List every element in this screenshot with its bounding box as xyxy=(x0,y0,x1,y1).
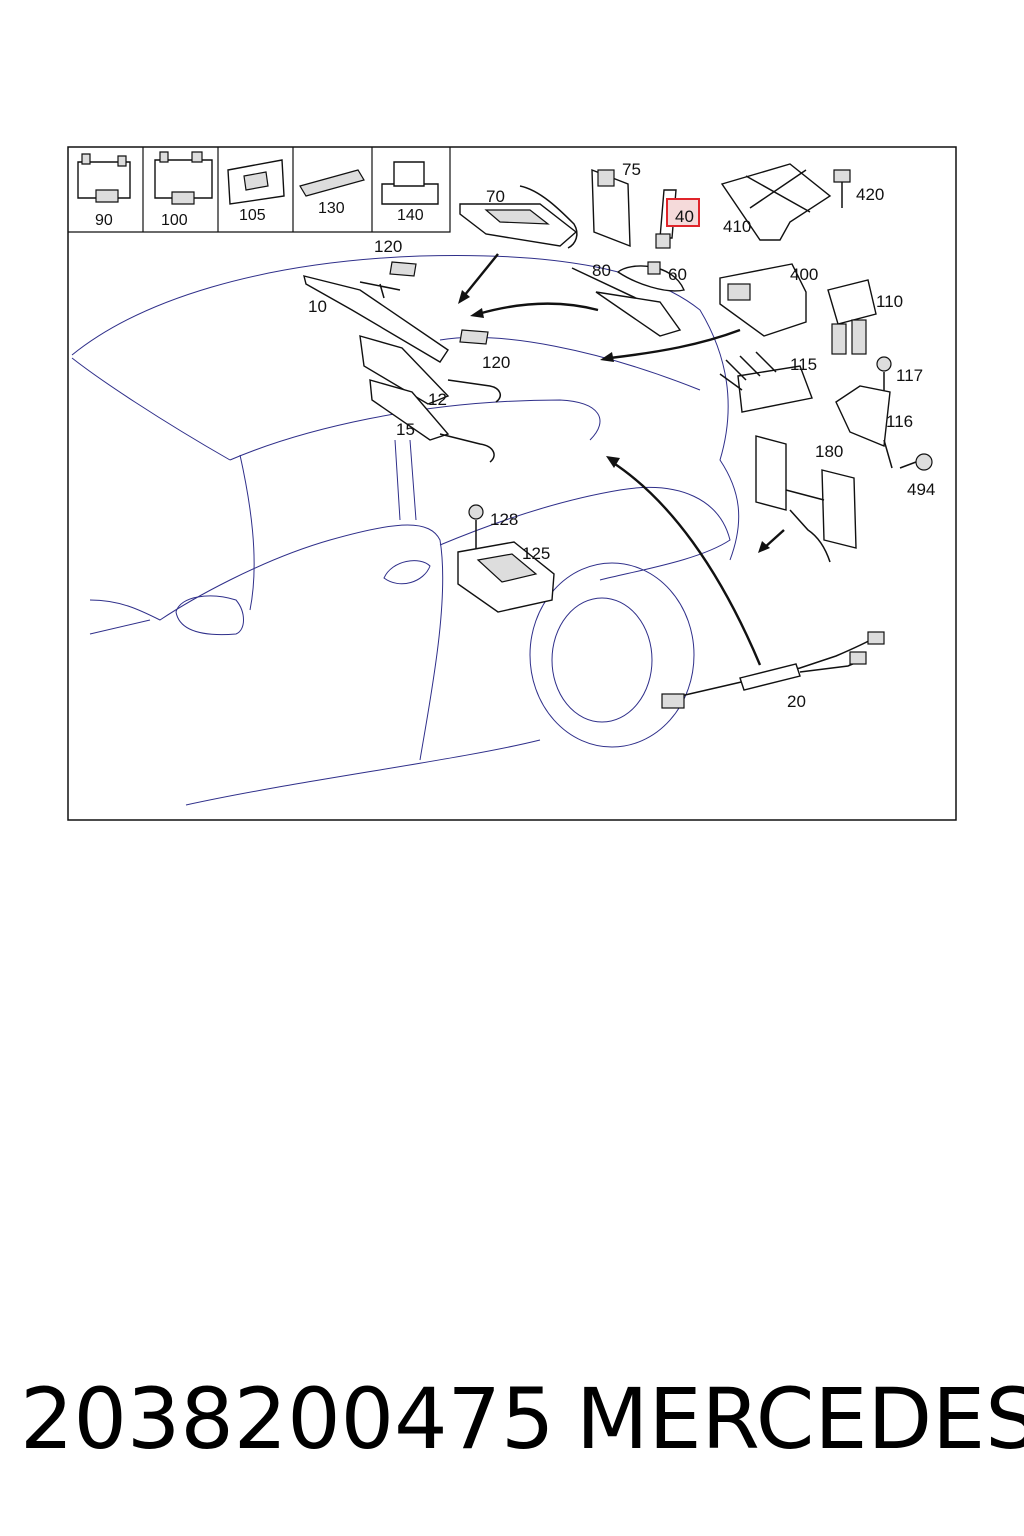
callout-120-bottom: 120 xyxy=(482,353,510,372)
part-117-drawing xyxy=(876,356,892,392)
inset-130-drawing xyxy=(299,169,365,197)
callout-494: 494 xyxy=(907,480,935,499)
part-115-drawing xyxy=(719,351,813,413)
callout-12: 12 xyxy=(428,390,447,409)
callout-117: 117 xyxy=(896,366,923,385)
part-420-drawing xyxy=(833,169,851,208)
part-120b-drawing xyxy=(459,329,489,345)
inset-90-drawing xyxy=(77,153,131,203)
inset-label-140: 140 xyxy=(397,207,424,224)
part-12-drawing xyxy=(359,335,501,405)
parts-diagram: 90 100 105 130 140 xyxy=(67,146,957,821)
part-20-drawing xyxy=(661,631,885,709)
callout-128: 128 xyxy=(490,510,518,529)
inset-label-105: 105 xyxy=(239,207,266,224)
brand-name: MERCEDES xyxy=(576,1370,1024,1468)
inset-label-90: 90 xyxy=(95,212,113,229)
footer: 2038200475 MERCEDES xyxy=(20,1370,1024,1480)
part-15-drawing xyxy=(369,379,495,463)
callout-420: 420 xyxy=(856,185,884,204)
callout-410: 410 xyxy=(723,217,751,236)
part-125-drawing xyxy=(457,541,555,613)
inset-label-130: 130 xyxy=(318,200,345,217)
callout-75: 75 xyxy=(622,160,641,179)
callout-60: 60 xyxy=(668,265,687,284)
callout-80: 80 xyxy=(592,261,611,280)
part-120a-drawing xyxy=(389,261,417,277)
part-180-drawing xyxy=(755,435,857,563)
part-116-drawing xyxy=(835,385,893,469)
part-number: 2038200475 xyxy=(20,1370,555,1468)
callout-115: 115 xyxy=(790,355,817,374)
part-75-drawing xyxy=(591,168,631,248)
assembly-arrows xyxy=(458,253,785,666)
callout-110: 110 xyxy=(876,292,903,311)
callout-20: 20 xyxy=(787,692,806,711)
inset-105-drawing xyxy=(227,159,285,205)
callout-116: 116 xyxy=(886,412,913,431)
part-10-drawing xyxy=(303,275,449,363)
highlight-box-40 xyxy=(666,198,700,227)
part-60-drawing xyxy=(616,261,685,292)
callout-40: 40 xyxy=(675,207,694,226)
part-70-drawing xyxy=(459,185,578,249)
callout-125: 125 xyxy=(522,544,550,563)
callout-10: 10 xyxy=(308,297,327,316)
callout-15: 15 xyxy=(396,420,415,439)
part-400-drawing xyxy=(719,263,807,337)
part-80-drawing xyxy=(571,267,682,337)
diagram-frame xyxy=(67,146,957,821)
inset-label-100: 100 xyxy=(161,212,188,229)
inset-row: 90 100 105 130 140 xyxy=(68,147,451,233)
callout-70: 70 xyxy=(486,187,505,206)
part-410-drawing xyxy=(720,163,832,241)
part-110-drawing xyxy=(827,279,877,355)
inset-100-drawing xyxy=(154,151,213,205)
callout-180: 180 xyxy=(815,442,843,461)
part-494-drawing xyxy=(899,453,933,471)
callout-400: 400 xyxy=(790,265,818,284)
callout-labels: 70 75 40 410 420 120 80 60 400 110 10 12… xyxy=(308,160,935,711)
inset-140-drawing xyxy=(381,161,439,205)
callout-120-top: 120 xyxy=(374,237,402,256)
